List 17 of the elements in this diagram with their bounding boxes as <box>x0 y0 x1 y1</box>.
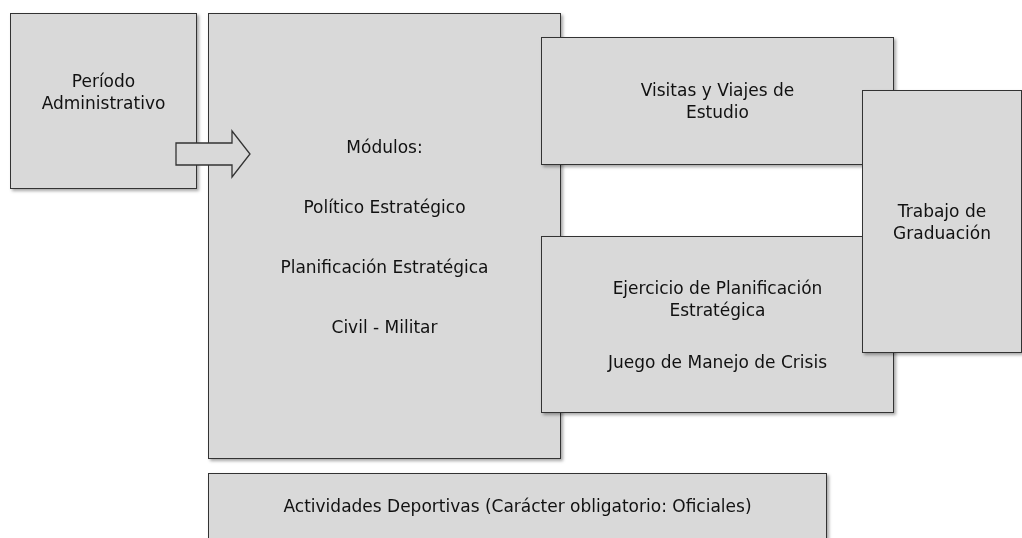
box-label: Actividades Deportivas (Carácter obligatorio: Oficiales) <box>283 495 752 517</box>
process-box <box>208 13 561 459</box>
box-label: Visitas y Viajes de Estudio <box>639 79 796 123</box>
box-label: Juego de Manejo de Crisis <box>608 350 827 373</box>
box-label: Civil - Militar <box>331 316 438 338</box>
process-box <box>862 90 1022 353</box>
process-box <box>208 473 827 538</box>
box-label: Trabajo de Graduación <box>892 199 992 244</box>
process-box <box>10 13 197 189</box>
box-label: Ejercicio de Planificación Estratégica <box>611 276 824 321</box>
process-box <box>541 37 894 165</box>
box-label: Período Administrativo <box>40 70 167 114</box>
box-label: Político Estratégico <box>303 196 466 218</box>
block-arrow <box>175 129 251 179</box>
box-label: Planificación Estratégica <box>280 256 489 278</box>
process-box <box>541 236 894 413</box>
box-label: Módulos: <box>346 136 423 158</box>
